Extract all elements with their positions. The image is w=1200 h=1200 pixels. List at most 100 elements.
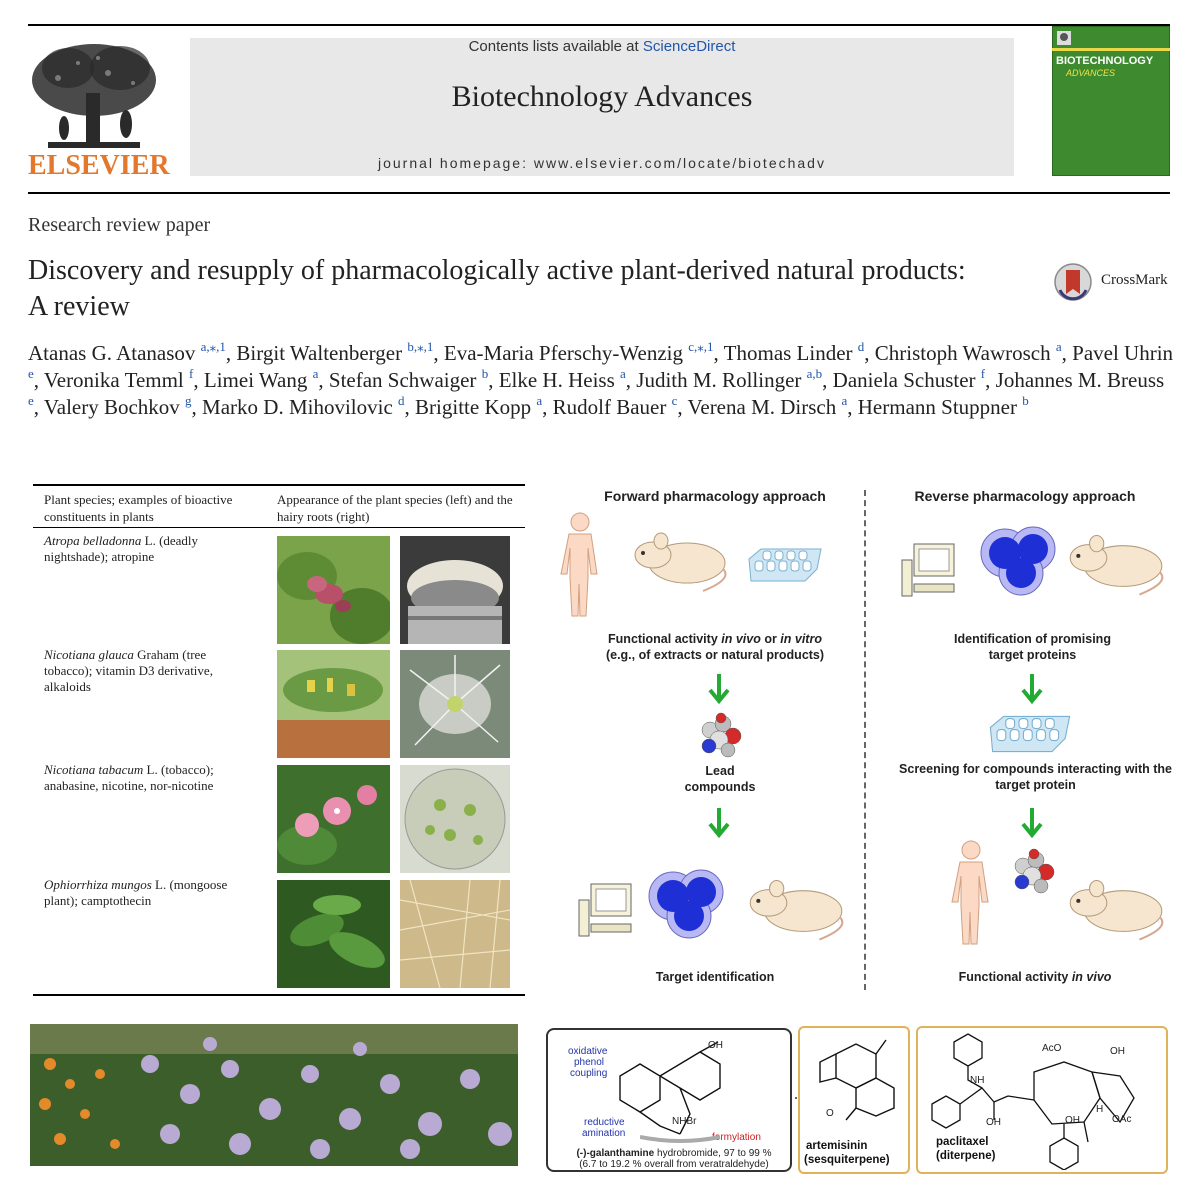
author-affiliation[interactable]: b,⁎,1 bbox=[407, 339, 434, 354]
journal-homepage[interactable]: journal homepage: www.elsevier.com/locat… bbox=[378, 155, 826, 171]
author-name[interactable]: Eva-Maria Pferschy-Wenzig bbox=[443, 341, 683, 365]
author-affiliation[interactable]: e bbox=[28, 393, 34, 408]
flower-field-photo bbox=[30, 1024, 518, 1166]
author-name[interactable]: Marko D. Mihovilovic bbox=[202, 395, 393, 419]
artemisinin-class: (sesquiterpene) bbox=[804, 1154, 890, 1166]
author-name[interactable]: Rudolf Bauer bbox=[552, 395, 667, 419]
author-name[interactable]: Atanas G. Atanasov bbox=[28, 341, 196, 365]
oh-group-label: OH bbox=[986, 1117, 1001, 1128]
author-name[interactable]: Birgit Waltenberger bbox=[236, 341, 403, 365]
author-name[interactable]: Verena M. Dirsch bbox=[687, 395, 837, 419]
reverse-pharmacology-title: Reverse pharmacology approach bbox=[914, 488, 1136, 504]
author[interactable]: Daniela Schuster f bbox=[832, 366, 986, 392]
author-affiliation[interactable]: a bbox=[620, 366, 626, 381]
author-affiliation[interactable]: a bbox=[536, 393, 543, 408]
header-rule bbox=[28, 192, 1170, 194]
computer-icon bbox=[577, 880, 637, 940]
author-name[interactable]: Limei Wang bbox=[203, 368, 308, 392]
rat-icon bbox=[1060, 527, 1172, 599]
author-affiliation[interactable]: f bbox=[980, 366, 986, 381]
author-name[interactable]: Veronika Temml bbox=[43, 368, 184, 392]
author[interactable]: Atanas G. Atanasov a,⁎,1 bbox=[28, 339, 226, 365]
table-col1-header: Plant species; examples of bioactive con… bbox=[44, 492, 233, 524]
author[interactable]: Judith M. Rollinger a,b bbox=[636, 366, 823, 392]
down-arrow-icon bbox=[708, 672, 730, 705]
author-affiliation[interactable]: a bbox=[312, 366, 319, 381]
reverse-step3-label: Functional activity in vivo bbox=[920, 969, 1150, 985]
author[interactable]: Pavel Uhrin e bbox=[28, 341, 1173, 392]
author-name[interactable]: Thomas Linder bbox=[723, 341, 853, 365]
author[interactable]: Eva-Maria Pferschy-Wenzig c,⁎,1 bbox=[443, 339, 714, 365]
author[interactable]: Brigitte Kopp a bbox=[415, 393, 543, 419]
author-affiliation[interactable]: c bbox=[671, 393, 678, 408]
author-name[interactable]: Valery Bochkov bbox=[43, 395, 180, 419]
author[interactable]: Hermann Stuppner b bbox=[857, 393, 1029, 419]
article-type: Research review paper bbox=[28, 214, 211, 236]
phenol-label: phenol bbox=[574, 1057, 605, 1068]
human-figure-icon bbox=[946, 838, 996, 948]
author-affiliation[interactable]: f bbox=[189, 366, 194, 381]
author[interactable]: Elke H. Heiss a bbox=[498, 366, 626, 392]
author-affiliation[interactable]: c,⁎,1 bbox=[688, 339, 714, 354]
molecule-icon bbox=[1008, 848, 1060, 898]
label-part: (e.g., of extracts or natural products) bbox=[605, 648, 825, 662]
label-part: Functional activity bbox=[958, 970, 1072, 984]
sciencedirect-link[interactable]: ScienceDirect bbox=[642, 38, 736, 55]
author-name[interactable]: Johannes M. Breuss bbox=[995, 368, 1165, 392]
author-affiliation[interactable]: a,b bbox=[806, 366, 823, 381]
author-affiliation[interactable]: d bbox=[398, 393, 405, 408]
down-arrow-icon bbox=[1021, 672, 1043, 705]
table-col2-header: Appearance of the plant species (left) a… bbox=[277, 492, 513, 524]
forward-pharmacology-title: Forward pharmacology approach bbox=[604, 488, 826, 504]
author[interactable]: Verena M. Dirsch a bbox=[687, 393, 848, 419]
author-affiliation[interactable]: a,⁎,1 bbox=[200, 339, 226, 354]
tree-tobacco-hairy-roots-photo bbox=[400, 650, 510, 758]
cover-elsevier-icon bbox=[1056, 30, 1072, 46]
author[interactable]: Valery Bochkov g bbox=[43, 393, 192, 419]
author-affiliation[interactable]: g bbox=[185, 393, 192, 408]
author-affiliation[interactable]: e bbox=[28, 366, 34, 381]
author[interactable]: Johannes M. Breuss e bbox=[28, 368, 1164, 419]
author[interactable]: Rudolf Bauer c bbox=[552, 393, 678, 419]
author-name[interactable]: Daniela Schuster bbox=[832, 368, 976, 392]
label-part: Identification of promising bbox=[954, 632, 1111, 646]
table-top-rule bbox=[33, 484, 525, 486]
molecule-icon bbox=[695, 712, 745, 760]
h-label: H bbox=[1096, 1104, 1104, 1115]
author-affiliation[interactable]: a bbox=[841, 393, 848, 408]
crossmark-label[interactable]: CrossMark bbox=[1101, 272, 1168, 288]
label-part: in vivo bbox=[1071, 970, 1112, 984]
approach-divider bbox=[864, 490, 866, 990]
galanthamine-name: (-)-galanthamine bbox=[576, 1148, 655, 1159]
table-row-species: Nicotiana tabacum L. (tobacco); anabasin… bbox=[44, 762, 254, 794]
label-part: compounds bbox=[684, 780, 756, 794]
author[interactable]: Veronika Temml f bbox=[43, 366, 194, 392]
species-name: Atropa belladonna bbox=[44, 533, 142, 548]
journal-masthead bbox=[190, 38, 1014, 176]
author[interactable]: Christoph Wawrosch a bbox=[874, 339, 1062, 365]
author[interactable]: Birgit Waltenberger b,⁎,1 bbox=[236, 339, 434, 365]
oxidative-label: oxidative bbox=[568, 1046, 608, 1057]
author-name[interactable]: Judith M. Rollinger bbox=[636, 368, 802, 392]
author[interactable]: Marko D. Mihovilovic d bbox=[202, 393, 405, 419]
author-name[interactable]: Pavel Uhrin bbox=[1072, 341, 1174, 365]
author[interactable]: Limei Wang a bbox=[203, 366, 319, 392]
author[interactable]: Thomas Linder d bbox=[723, 339, 865, 365]
author-affiliation[interactable]: b bbox=[481, 366, 489, 381]
author-affiliation[interactable]: b bbox=[1022, 393, 1029, 408]
author-affiliation[interactable]: a bbox=[1055, 339, 1062, 354]
top-rule bbox=[28, 24, 1170, 26]
oh-group-label: OH bbox=[708, 1040, 723, 1051]
author-name[interactable]: Hermann Stuppner bbox=[857, 395, 1017, 419]
galanthamine-yield-range: hydrobromide, 97 to 99 % bbox=[654, 1148, 772, 1159]
species-name: Nicotiana tabacum bbox=[44, 762, 144, 777]
down-arrow-icon bbox=[1021, 806, 1043, 839]
author-name[interactable]: Stefan Schwaiger bbox=[328, 368, 477, 392]
author-name[interactable]: Elke H. Heiss bbox=[498, 368, 615, 392]
crossmark-icon[interactable] bbox=[1050, 262, 1096, 302]
author-affiliation[interactable]: d bbox=[857, 339, 865, 354]
author-name[interactable]: Christoph Wawrosch bbox=[874, 341, 1051, 365]
author-name[interactable]: Brigitte Kopp bbox=[415, 395, 532, 419]
species-name: Nicotiana glauca bbox=[44, 647, 134, 662]
author[interactable]: Stefan Schwaiger b bbox=[328, 366, 489, 392]
